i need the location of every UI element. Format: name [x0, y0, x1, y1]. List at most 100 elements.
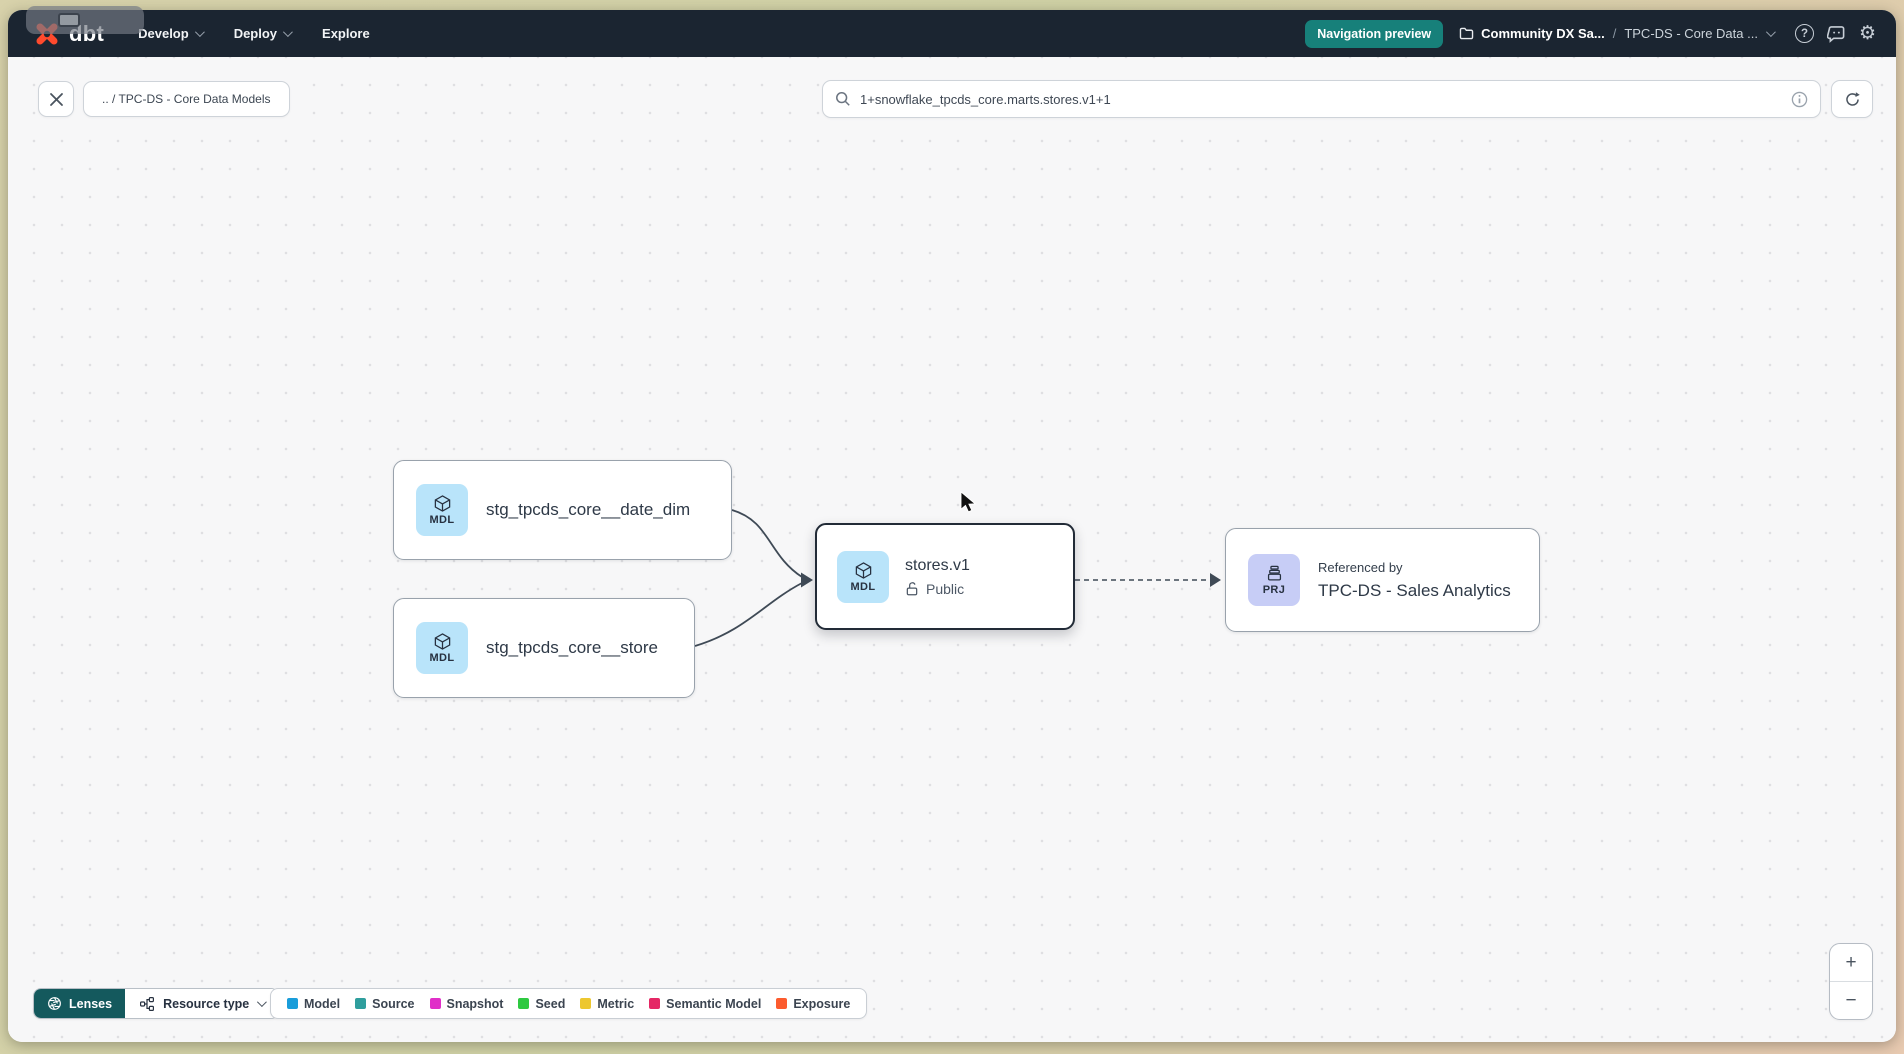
lenses-label: Lenses: [69, 996, 113, 1011]
legend-item: Semantic Model: [649, 997, 761, 1011]
access-label: Public: [926, 580, 965, 597]
info-icon[interactable]: [1791, 91, 1808, 108]
zoom-controls: + −: [1829, 943, 1873, 1020]
graph-nodes-icon: [140, 996, 155, 1011]
legend-swatch: [776, 998, 788, 1009]
edge-store-to-stores: [694, 582, 803, 647]
archive-stack-icon: [1267, 565, 1281, 581]
arrowhead: [801, 572, 813, 588]
node-label: stores.v1: [905, 556, 970, 574]
lenses-button[interactable]: Lenses: [34, 989, 126, 1018]
node-text-column: Referenced by TPC-DS - Sales Analytics: [1318, 560, 1511, 601]
parent-path-label: .. / TPC-DS - Core Data Models: [102, 92, 271, 106]
node-kicker: Referenced by: [1318, 559, 1403, 575]
chevron-down-icon[interactable]: [1765, 27, 1776, 38]
chevron-down-icon: [282, 27, 293, 38]
legend-swatch: [649, 998, 661, 1009]
chevron-down-icon: [257, 997, 268, 1008]
node-text-column: stores.v1 Public: [905, 557, 970, 597]
search-icon: [836, 92, 850, 106]
legend-item: Seed: [518, 997, 565, 1011]
model-tile: MDL: [416, 484, 468, 536]
node-stg-tpcds-core-date-dim[interactable]: MDL stg_tpcds_core__date_dim: [393, 460, 732, 560]
legend-swatch: [429, 998, 441, 1009]
node-label: stg_tpcds_core__store: [486, 638, 658, 657]
legend-label: Metric: [597, 996, 635, 1011]
close-button[interactable]: [38, 81, 74, 117]
arrowhead: [1210, 573, 1221, 587]
legend-label: Semantic Model: [666, 996, 762, 1011]
zoom-out-button[interactable]: −: [1845, 989, 1857, 1011]
folder-icon: [1459, 27, 1474, 40]
help-icon[interactable]: ?: [1794, 24, 1814, 43]
breadcrumb-separator: /: [1612, 26, 1617, 41]
resource-type-code: MDL: [429, 652, 455, 664]
resource-type-legend: Model Source Snapshot Seed Metric Semantic Mo…: [270, 988, 868, 1019]
cube-icon: [434, 633, 450, 650]
app-window: dbt Develop Deploy Explore Navigation pr…: [8, 10, 1896, 1042]
nav-item-explore[interactable]: Explore: [322, 26, 370, 41]
legend-swatch: [287, 998, 298, 1009]
lock-open-icon: [906, 582, 918, 596]
nav-item-deploy[interactable]: Deploy: [233, 26, 293, 41]
legend-label: Snapshot: [446, 996, 504, 1011]
refresh-button[interactable]: [1831, 80, 1873, 118]
window-icon: [58, 13, 80, 27]
legend-label: Model: [304, 996, 341, 1011]
model-tile: MDL: [837, 550, 889, 603]
node-referenced-by-project[interactable]: PRJ Referenced by TPC-DS - Sales Analyti…: [1225, 528, 1540, 632]
legend-item: Exposure: [776, 997, 850, 1011]
breadcrumb-project-label: Community DX Sa...: [1481, 26, 1605, 41]
screen-share-pill: [26, 6, 144, 34]
legend-label: Exposure: [793, 996, 851, 1011]
breadcrumb-page-label: TPC-DS - Core Data ...: [1624, 26, 1758, 41]
breadcrumb[interactable]: Community DX Sa... / TPC-DS - Core Data …: [1459, 26, 1776, 41]
resource-type-dropdown[interactable]: Resource type: [125, 989, 279, 1018]
selector-searchbar: [822, 80, 1821, 118]
nav-menu: Develop Deploy Explore: [138, 26, 370, 41]
mouse-cursor: [960, 491, 977, 513]
nav-item-develop[interactable]: Develop: [138, 26, 205, 41]
gear-icon[interactable]: ⚙: [1858, 22, 1876, 44]
resource-type-code: MDL: [850, 580, 876, 593]
feedback-icon[interactable]: [1826, 25, 1846, 43]
lens-aperture-icon: [48, 997, 61, 1010]
navbar-icon-group: ? ⚙: [1794, 22, 1876, 44]
node-access: Public: [905, 581, 970, 597]
lenses-control: Lenses Resource type: [33, 988, 280, 1019]
model-tile: MDL: [416, 622, 468, 674]
chevron-down-icon: [194, 27, 205, 38]
top-navbar: dbt Develop Deploy Explore Navigation pr…: [8, 10, 1896, 57]
cube-icon: [855, 561, 871, 579]
node-stg-tpcds-core-store[interactable]: MDL stg_tpcds_core__store: [393, 598, 695, 698]
resource-type-label: Resource type: [163, 996, 250, 1011]
navbar-right: Navigation preview Community DX Sa... / …: [1305, 19, 1876, 48]
legend-swatch: [518, 998, 530, 1009]
node-stores-v1[interactable]: MDL stores.v1 Public: [815, 523, 1075, 630]
navigation-preview-badge[interactable]: Navigation preview: [1305, 19, 1444, 48]
zoom-in-button[interactable]: +: [1830, 944, 1872, 982]
nav-item-label: Deploy: [233, 26, 278, 41]
lineage-canvas[interactable]: .. / TPC-DS - Core Data Models: [8, 57, 1896, 1042]
breadcrumb-project[interactable]: Community DX Sa...: [1459, 26, 1605, 41]
close-icon: [49, 92, 63, 106]
legend-item: Metric: [580, 997, 634, 1011]
legend-label: Seed: [535, 996, 566, 1011]
cube-icon: [434, 495, 450, 512]
parent-path-chip[interactable]: .. / TPC-DS - Core Data Models: [83, 81, 290, 117]
nav-item-label: Develop: [138, 26, 189, 41]
legend-item: Snapshot: [429, 996, 504, 1011]
project-tile: PRJ: [1248, 554, 1300, 606]
legend-swatch: [355, 998, 367, 1009]
resource-type-code: MDL: [429, 514, 455, 526]
resource-type-code: PRJ: [1262, 584, 1286, 596]
selector-search-input[interactable]: [860, 91, 1782, 107]
node-label: stg_tpcds_core__date_dim: [486, 500, 691, 519]
refresh-icon: [1845, 91, 1860, 106]
node-label: TPC-DS - Sales Analytics: [1318, 580, 1511, 600]
legend-item: Model: [287, 997, 340, 1011]
legend-label: Source: [372, 996, 415, 1011]
edge-date-dim-to-stores: [731, 509, 803, 578]
nav-item-label: Explore: [322, 26, 370, 41]
legend-swatch: [580, 998, 592, 1009]
